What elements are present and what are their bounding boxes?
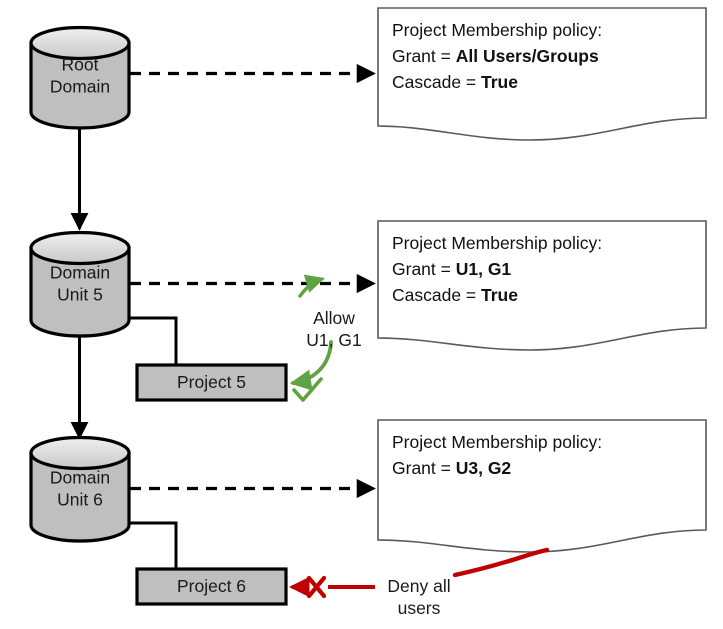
project-box: [135, 363, 288, 402]
document-shape: [377, 7, 707, 141]
node-project-6[interactable]: Project 6: [135, 567, 288, 606]
policy-row-label: Grant =: [392, 46, 456, 66]
edge-path: [129, 316, 178, 364]
policy-row-label: Grant =: [392, 458, 456, 478]
project-box: [135, 567, 288, 606]
cylinder-body: [29, 246, 131, 338]
edge-path: [129, 521, 178, 568]
document-shape: [377, 419, 707, 553]
policy-document-unit6: Project Membership policy: Grant = U3, G…: [377, 419, 707, 553]
allow-arrow-up: [298, 274, 325, 298]
document-shape: [377, 220, 707, 351]
node-project-5[interactable]: Project 5: [135, 363, 288, 402]
edge-unit6-to-project6: [129, 521, 178, 568]
annotation-allow: Allow U1, G1: [289, 274, 362, 402]
node-label-line-2: Domain: [50, 77, 110, 97]
policy-row-value: True: [481, 285, 518, 305]
deny-curve: [452, 547, 550, 578]
policy-heading: Project Membership policy:: [392, 432, 602, 452]
policy-heading: Project Membership policy:: [392, 233, 602, 253]
deny-label-line-1: Deny all: [387, 576, 450, 596]
node-domain-unit-6[interactable]: Domain Unit 6: [29, 435, 131, 543]
policy-heading: Project Membership policy:: [392, 20, 602, 40]
cylinder-top: [29, 435, 131, 471]
cylinder-body: [29, 41, 131, 130]
policy-row-cascade: Cascade = True: [392, 72, 518, 92]
policy-row-cascade: Cascade = True: [392, 285, 518, 305]
policy-row-grant: Grant = U1, G1: [392, 259, 511, 279]
node-root-domain[interactable]: Root Domain: [29, 25, 131, 130]
node-label: Project 6: [177, 576, 246, 596]
policy-row-grant: Grant = All Users/Groups: [392, 46, 599, 66]
x-icon: [306, 575, 327, 599]
policy-document-root: Project Membership policy: Grant = All U…: [377, 7, 707, 141]
policy-row-value: True: [481, 72, 518, 92]
allow-arrow-down: [289, 340, 333, 391]
deny-label-line-2: users: [398, 598, 441, 618]
cylinder-top: [29, 230, 131, 266]
policy-row-value: All Users/Groups: [456, 46, 599, 66]
policy-row-label: Cascade =: [392, 72, 481, 92]
node-label-line-2: Unit 6: [57, 490, 103, 510]
annotation-deny: Deny all users: [288, 547, 550, 618]
policy-row-value: U3, G2: [456, 458, 512, 478]
policy-row-label: Cascade =: [392, 285, 481, 305]
allow-label-line-2: U1, G1: [306, 330, 361, 350]
allow-label-line-1: Allow: [313, 308, 355, 328]
policy-row-value: U1, G1: [456, 259, 512, 279]
cylinder-top: [29, 25, 131, 61]
node-domain-unit-5[interactable]: Domain Unit 5: [29, 230, 131, 338]
policy-row-grant: Grant = U3, G2: [392, 458, 511, 478]
node-label-line-2: Unit 5: [57, 285, 103, 305]
node-label-line-1: Domain: [50, 263, 110, 283]
node-label-line-1: Root: [62, 55, 99, 75]
node-label-line-1: Domain: [50, 468, 110, 488]
node-label: Project 5: [177, 372, 246, 392]
cylinder-body: [29, 451, 131, 543]
policy-row-label: Grant =: [392, 259, 456, 279]
edge-unit5-to-project5: [129, 316, 178, 364]
policy-document-unit5: Project Membership policy: Grant = U1, G…: [377, 220, 707, 351]
check-icon: [292, 377, 323, 402]
